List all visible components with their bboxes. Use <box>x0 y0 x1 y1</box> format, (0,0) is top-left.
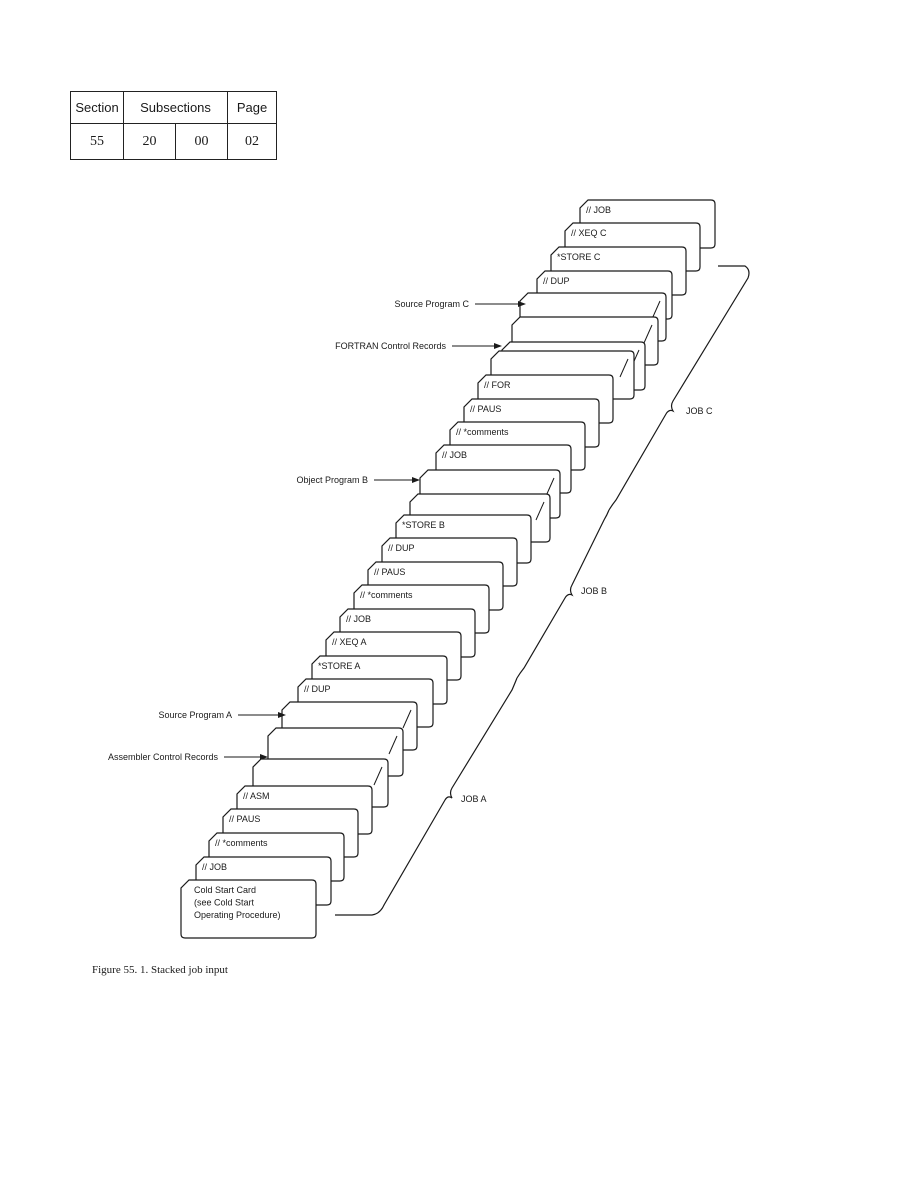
card-label: // FOR <box>484 380 511 390</box>
arrowhead-icon <box>260 754 268 760</box>
card-corner-mark <box>388 735 398 755</box>
callout-assembler-control-records: Assembler Control Records <box>108 752 219 762</box>
section-label: Section <box>70 91 124 124</box>
callout-object-program-b: Object Program B <box>296 475 368 485</box>
card-label: *STORE B <box>402 520 445 530</box>
card-label: // PAUS <box>470 404 501 414</box>
page-number: 02 <box>227 123 277 160</box>
card-label: // PAUS <box>374 567 405 577</box>
card-corner-mark <box>373 766 383 786</box>
arrowhead-icon <box>518 301 526 307</box>
callout-fortran-control-records: FORTRAN Control Records <box>335 341 446 351</box>
card-label: // *comments <box>360 590 413 600</box>
card-label: // DUP <box>304 684 331 694</box>
card-corner-mark <box>402 709 412 729</box>
card-label: // JOB <box>202 862 227 872</box>
card-corner-mark <box>643 324 653 344</box>
card-corner-mark <box>535 501 545 521</box>
subsections-label: Subsections <box>123 91 228 124</box>
card-corner-mark <box>619 358 629 378</box>
card-label: // XEQ C <box>571 228 607 238</box>
card-label: // XEQ A <box>332 637 367 647</box>
card-outline <box>180 879 317 939</box>
callout-source-program-a: Source Program A <box>158 710 232 720</box>
section-header-table: Section Subsections Page 55 20 00 02 <box>70 91 277 160</box>
card-label: // DUP <box>388 543 415 553</box>
card-corner-mark <box>651 300 661 320</box>
card-label: // PAUS <box>229 814 260 824</box>
card-label: *STORE C <box>557 252 601 262</box>
card-label: // *comments <box>456 427 509 437</box>
job-label-job-a: JOB A <box>461 794 487 804</box>
arrowhead-icon <box>278 712 286 718</box>
callout-source-program-c: Source Program C <box>394 299 469 309</box>
card-cold-start-card: Cold Start Card (see Cold StartOperating … <box>180 879 317 939</box>
brace-job-c <box>608 265 750 511</box>
card-label: Operating Procedure) <box>194 910 281 920</box>
card-label: // JOB <box>346 614 371 624</box>
card-corner-mark <box>545 477 555 497</box>
brace-job-b <box>516 509 610 679</box>
card-label: Cold Start Card <box>194 885 256 895</box>
card-label: // DUP <box>543 276 570 286</box>
arrowhead-icon <box>494 343 502 349</box>
card-label: // JOB <box>586 205 611 215</box>
card-label: // JOB <box>442 450 467 460</box>
section-number: 55 <box>70 123 124 160</box>
figure-caption: Figure 55. 1. Stacked job input <box>92 964 228 976</box>
card-label: // *comments <box>215 838 268 848</box>
job-label-job-c: JOB C <box>686 406 713 416</box>
arrowhead-icon <box>412 477 420 483</box>
brace-job-a <box>335 677 518 916</box>
card-label: *STORE A <box>318 661 360 671</box>
card-label: (see Cold Start <box>194 898 255 908</box>
card-label: // ASM <box>243 791 270 801</box>
job-label-job-b: JOB B <box>581 586 607 596</box>
